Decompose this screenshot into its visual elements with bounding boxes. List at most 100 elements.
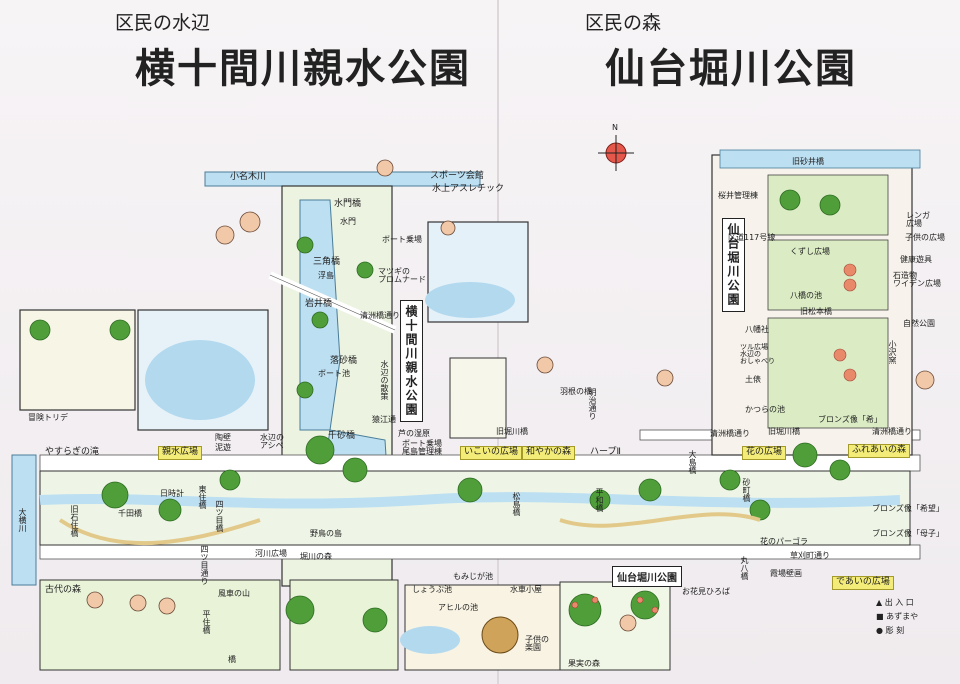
legend-item-entrance: ▲ 出 入 口: [876, 598, 914, 607]
label-iwaihashi: 岩井橋: [305, 299, 333, 309]
sculpture-icon: ●: [876, 626, 883, 635]
label-bronze-statue: ブロンズ像「希望」: [872, 504, 944, 513]
label-yotsume: 四ツ目橋: [215, 500, 224, 532]
label-sarawatari: 猿江通: [372, 415, 396, 424]
label-boat-dock: ボート乗場: [382, 235, 422, 244]
label-yasuragi: やすらぎの滝: [45, 447, 100, 457]
gazebo-icon: ■: [876, 612, 884, 621]
label-katsura: かつらの池: [745, 405, 785, 414]
label-boken: 冒険トリデ: [28, 413, 68, 422]
label-kiyosumi: 清洲橋通り: [360, 311, 400, 320]
label-ikoi: いこいの広場: [460, 446, 523, 460]
label-bronze-kibou: ブロンズ像「希」: [818, 415, 882, 424]
label-yanagibashi: 旧堀川橋: [768, 427, 800, 436]
label-kenkou: 健康遊具: [900, 255, 932, 264]
label-rakusa: 落砂橋: [330, 356, 358, 366]
label-kazaguruma: 風車の山: [218, 589, 250, 598]
label-kameido: 明治通り: [588, 388, 597, 420]
label-deai: であいの広場: [832, 576, 894, 590]
label-hachiman: 八幡社: [745, 325, 769, 334]
label-kiyosumi3: 清洲橋通り: [872, 427, 912, 436]
label-kiyosumi2: 清洲橋通り: [710, 429, 750, 438]
label-sakura: 桜井管理棟: [718, 191, 758, 200]
legend-item-sculpture: ● 彫 刻: [876, 626, 905, 635]
label-heiju: 平住橋: [202, 610, 211, 634]
label-ashi: 芦の湿原: [398, 429, 430, 438]
label-shoubu: しょうぶ池: [412, 585, 452, 594]
label-ohanami: お花見ひろば: [682, 587, 730, 596]
label-river-shrine: 親水広場: [158, 446, 203, 460]
label-tsutsumi2: 泥遊: [215, 443, 231, 452]
entrance-icon: ▲: [876, 598, 883, 607]
left-park-subtitle: 区民の水辺: [115, 12, 211, 34]
label-ishidatami: 石造物 ワイデン広場: [893, 271, 941, 288]
label-sundial: 日時計: [160, 489, 184, 498]
label-hana-paagora: 花のパーゴラ: [760, 537, 808, 546]
label-hashiki: 橋: [228, 655, 236, 664]
right-park-title: 仙台堀川公園: [605, 46, 857, 92]
label-hodaka: 野鳥の島: [310, 529, 342, 538]
label-suisha: 水車小屋: [510, 585, 542, 594]
legend-item-gazebo: ■ あずまや: [876, 612, 919, 621]
label-aqua: 水上アスレチック: [432, 184, 505, 194]
label-matsubara: 松島橋: [512, 492, 521, 516]
label-suimon: 水門橋: [334, 199, 362, 209]
label-kyubashi: 旧堀川橋: [496, 427, 528, 436]
label-senshun: 千砂橋: [328, 431, 356, 441]
label-tsutsumi: 陶壁: [215, 433, 231, 442]
label-oyokogawa: 大横川: [18, 508, 27, 532]
label-komeiki: 小名木川: [230, 172, 267, 182]
label-haneba: 羽根の橋: [560, 387, 592, 396]
label-hana-hiroba: 花の広場: [742, 446, 787, 460]
label-kajitsu: 果実の森: [568, 659, 600, 668]
label-ukishima: 浮島: [318, 271, 334, 280]
label-kihon: 水辺の アシベ: [260, 433, 284, 450]
label-tsurushi: ツル広場 水辺の おしゃべり: [740, 343, 775, 365]
label-dobyo: 土俵: [745, 375, 761, 384]
label-maruhachi: 丸八橋: [740, 556, 749, 580]
label-kodomo-park: 子供の 楽園: [525, 635, 549, 652]
label-kyu-nakaibashi: 旧砂井橋: [792, 157, 824, 166]
label-higashi: 東住橋: [198, 485, 207, 509]
label-furusato: ふれあいの森: [848, 444, 911, 458]
label-momiji: もみじが池: [453, 572, 493, 581]
label-harp: ハープⅡ: [590, 447, 621, 457]
right-park-bottom-label: 仙台堀川公園: [612, 566, 682, 587]
label-kyumatsumoto: 旧松本橋: [800, 307, 832, 316]
left-park-vertical-label: 横十間川親水公園: [400, 300, 423, 422]
label-promenade: マツギの プロムナード: [378, 267, 426, 284]
label-kodai: 古代の森: [45, 585, 82, 595]
label-yasuragi2: 和やかの森: [522, 446, 576, 460]
label-sunamachi: 砂町橋: [742, 478, 751, 502]
label-heiwa: 平和橋: [595, 488, 604, 512]
label-jiji: 自然公園: [903, 319, 935, 328]
label-chitose: 千田橋: [118, 509, 142, 518]
label-ozawa: 小沢窯: [888, 340, 897, 364]
label-dengaku: 霞場壁画: [770, 569, 802, 578]
label-sports: スポーツ会館: [430, 171, 484, 181]
left-park-title: 横十間川親水公園: [135, 46, 471, 92]
label-kuzu: くずし広場: [790, 247, 830, 256]
label-renga: レンガ 広場: [906, 211, 930, 228]
label-kyudai117: 区道117号線: [728, 233, 776, 242]
label-kodomo-hiroba: 子供の広場: [905, 233, 945, 242]
label-kusakari: 草刈町通り: [790, 551, 830, 560]
compass-icon: [606, 143, 626, 163]
label-ohbashi: 大島橋: [688, 450, 697, 474]
label-kyuseki: 旧石住橋: [70, 505, 79, 537]
label-suimon2: 水門: [340, 217, 356, 226]
label-hachi-pond: 八橋の池: [790, 291, 822, 300]
label-sankaku: 三角橋: [313, 257, 341, 267]
label-ahiru: アヒルの池: [438, 603, 478, 612]
label-bronze-mother: ブロンズ像「母子」: [872, 529, 944, 538]
right-park-subtitle: 区民の森: [585, 12, 662, 34]
label-suido: 水辺の散策: [380, 360, 389, 400]
label-hiroba: 河川広場: [255, 549, 287, 558]
label-shitsumei: 四ツ目通り: [200, 545, 209, 585]
north-label: N: [612, 123, 618, 132]
right-park-vertical-label: 仙台堀川公園: [722, 218, 745, 312]
label-boat-house: ボート乗場 尾島管理棟: [402, 439, 442, 456]
label-boat-pond: ボート池: [318, 369, 350, 378]
